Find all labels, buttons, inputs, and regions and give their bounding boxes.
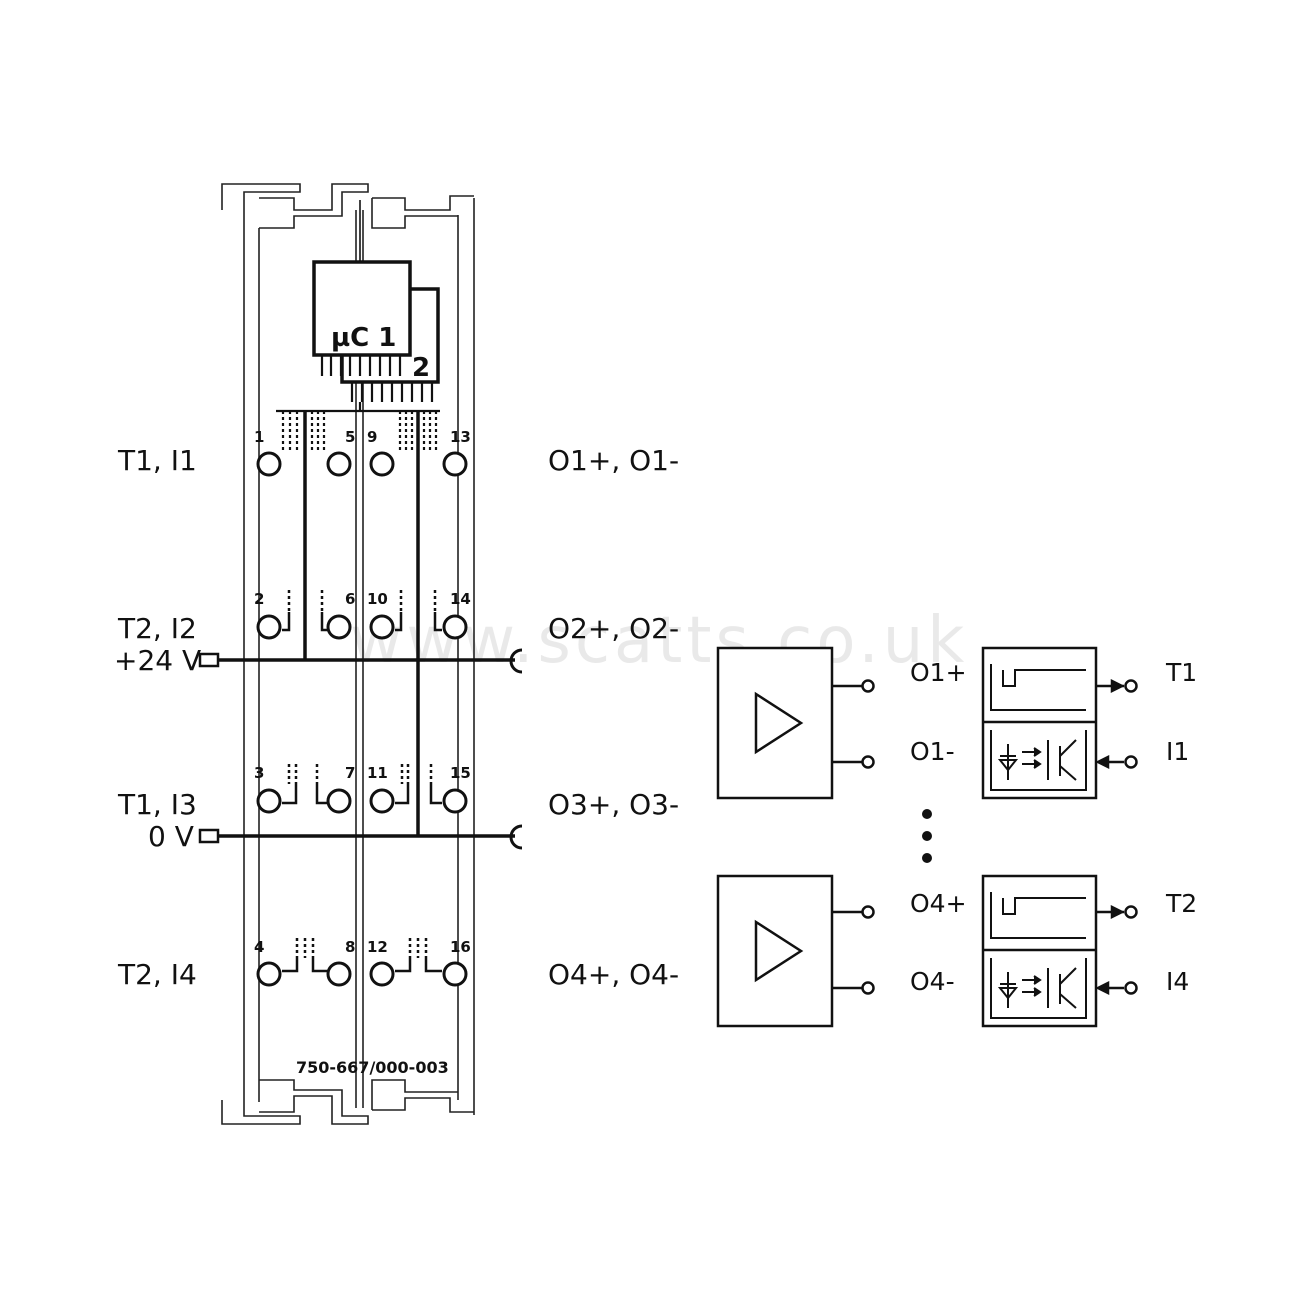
- terminal-number: 4: [254, 938, 264, 956]
- terminal-clamp: [369, 451, 395, 477]
- terminal-clamp: [442, 961, 468, 987]
- optocoupler-frame: [990, 730, 1087, 791]
- terminal-clamp: [256, 961, 282, 987]
- microcontroller-1-box: [312, 260, 412, 357]
- optocoupler-icon: [997, 739, 1077, 781]
- output-terminal: [861, 679, 875, 693]
- terminal-clamp: [326, 451, 352, 477]
- terminal-clamp: [369, 961, 395, 987]
- terminal-number: 8: [345, 938, 355, 956]
- right-label-row-2: O2+, O2-: [548, 612, 679, 645]
- microcontroller-2-label: 2: [412, 353, 430, 383]
- internal-bus: [276, 402, 440, 450]
- lower-output-minus: O4-: [910, 967, 955, 996]
- amplifier-icon: [754, 691, 804, 755]
- terminal-clamp: [256, 614, 282, 640]
- lower-io-t: T2: [1165, 889, 1197, 918]
- upper-output-plus: O1+: [910, 658, 967, 687]
- optocoupler-frame: [990, 958, 1087, 1019]
- output-terminal: [861, 981, 875, 995]
- terminal-clamp: [369, 788, 395, 814]
- terminal-clamp: [326, 614, 352, 640]
- amplifier-box: [716, 874, 834, 1028]
- lower-output-plus: O4+: [910, 889, 967, 918]
- microcontroller-1-label: µC 1: [331, 323, 396, 353]
- supply-wiring: [218, 411, 515, 838]
- lower-channel-block: O4+ O4- T2 I4: [716, 874, 1197, 1028]
- upper-io-i: I1: [1166, 737, 1189, 766]
- pulse-icon: [990, 892, 1086, 939]
- terminal-clamp: [326, 961, 352, 987]
- terminal-number: 1: [254, 428, 264, 446]
- right-label-row-4: O4+, O4-: [548, 958, 679, 991]
- left-label-supply-zero: 0 V: [148, 820, 194, 853]
- terminal-clamp: [256, 788, 282, 814]
- terminal-row-3: 3 7 11 15: [254, 764, 471, 814]
- left-label-row-1: T1, I1: [117, 444, 197, 477]
- pulse-shape: [1002, 669, 1086, 687]
- output-terminal: [861, 755, 875, 769]
- io-terminal: [1124, 755, 1138, 769]
- terminal-number: 7: [345, 764, 355, 782]
- terminal-clamp: [256, 451, 282, 477]
- pulse-icon: [990, 664, 1086, 711]
- terminal-number: 15: [450, 764, 471, 782]
- left-label-supply-plus: +24 V: [114, 644, 201, 677]
- terminal-number: 3: [254, 764, 264, 782]
- part-number: 750-667/000-003: [296, 1058, 449, 1077]
- terminal-row-1: 1 5 9 13: [254, 428, 471, 477]
- zero-v-contact-icon: [509, 824, 523, 850]
- terminal-number: 5: [345, 428, 355, 446]
- io-terminal: [1124, 905, 1138, 919]
- terminal-number: 11: [367, 764, 388, 782]
- terminal-clamp: [442, 788, 468, 814]
- left-label-row-4: T2, I4: [117, 958, 197, 991]
- plus-24v-terminal: [198, 652, 220, 668]
- terminal-row-2: 2 6 10 14: [254, 590, 471, 640]
- microcontroller: µC 1 2: [312, 200, 440, 402]
- terminal-number: 6: [345, 590, 355, 608]
- left-label-row-2: T2, I2: [117, 612, 197, 645]
- ellipsis-icon: [922, 809, 932, 863]
- upper-channel-block: O1+ O1- T1 I1: [716, 646, 1197, 800]
- terminal-number: 9: [367, 428, 377, 446]
- amplifier-box: [716, 646, 834, 800]
- right-label-row-1: O1+, O1-: [548, 444, 679, 477]
- terminal-number: 2: [254, 590, 264, 608]
- upper-output-minus: O1-: [910, 737, 955, 766]
- right-label-row-3: O3+, O3-: [548, 788, 679, 821]
- terminal-number: 14: [450, 590, 471, 608]
- optocoupler-icon: [997, 967, 1077, 1009]
- terminal-clamp: [442, 614, 468, 640]
- zero-v-terminal: [198, 828, 220, 844]
- terminal-number: 12: [367, 938, 388, 956]
- lower-io-i: I4: [1166, 967, 1189, 996]
- io-terminal: [1124, 981, 1138, 995]
- terminal-clamp: [326, 788, 352, 814]
- terminal-number: 13: [450, 428, 471, 446]
- output-terminal: [861, 905, 875, 919]
- terminal-row-4: 4 8 12 16: [254, 938, 471, 987]
- io-terminal: [1124, 679, 1138, 693]
- pulse-shape: [1002, 897, 1086, 915]
- terminal-clamp: [369, 614, 395, 640]
- terminal-number: 16: [450, 938, 471, 956]
- amplifier-icon: [754, 919, 804, 983]
- terminal-clamp: [442, 451, 468, 477]
- upper-io-t: T1: [1165, 658, 1197, 687]
- terminal-number: 10: [367, 590, 388, 608]
- plus-24v-contact-icon: [509, 648, 523, 674]
- left-label-row-3: T1, I3: [117, 788, 197, 821]
